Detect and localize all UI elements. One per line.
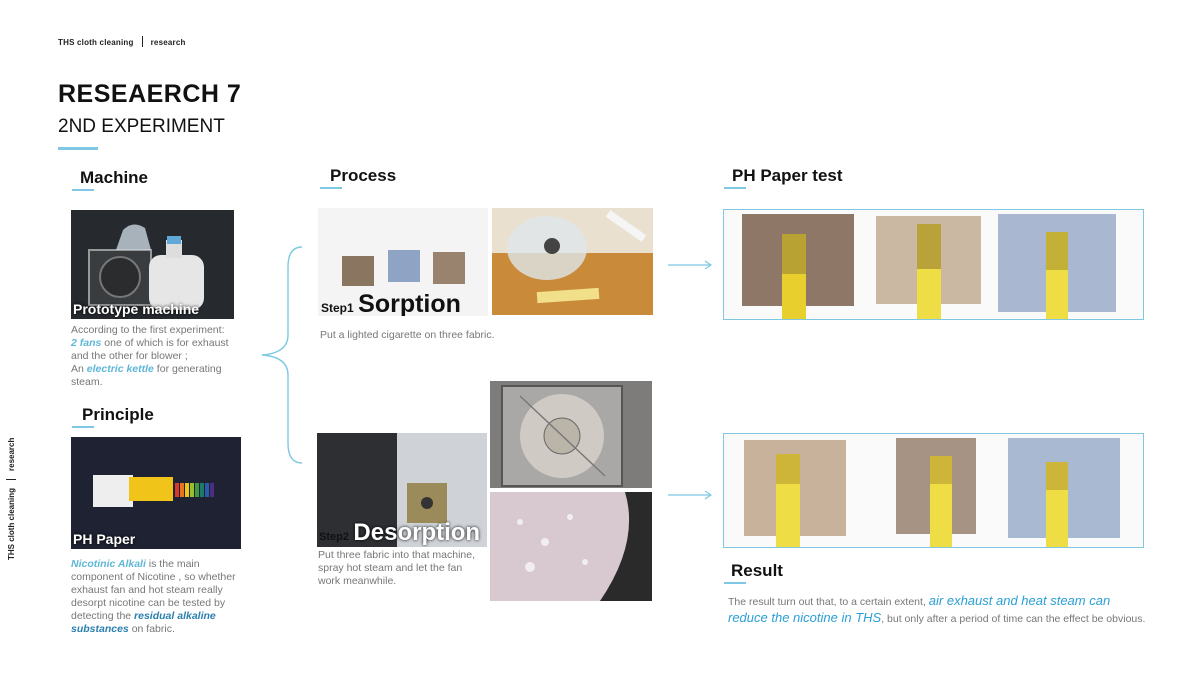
machine-text-an: An	[71, 363, 87, 375]
process-heading-bar	[320, 187, 342, 189]
step2-label: Step2	[319, 531, 349, 543]
machine-text-line1: According to the first experiment:	[71, 324, 225, 336]
ph-paper-illustration	[71, 437, 241, 549]
machine-text-line3: and the other for blower ;	[71, 350, 188, 362]
result-text-can: can	[1085, 593, 1111, 608]
heat-steam-highlight: heat steam	[1021, 593, 1086, 608]
result-description: The result turn out that, to a certain e…	[728, 593, 1188, 627]
result-text-and: and	[992, 593, 1022, 608]
step2-desc-line1: Put three fabric into that machine,	[318, 549, 476, 561]
principle-text-line3: exhaust fan and hot steam really	[71, 584, 223, 596]
machine-text-line5: steam.	[71, 376, 103, 388]
step2-fan-image	[490, 381, 652, 488]
principle-text-line1: is the main	[145, 558, 200, 570]
prototype-machine-illustration	[71, 210, 234, 319]
header-project: THS cloth cleaning	[58, 38, 134, 47]
step2-description: Put three fabric into that machine, spra…	[318, 549, 475, 588]
ph-test-result-1	[723, 209, 1144, 320]
step2-steam-illustration	[490, 492, 652, 601]
ph-paper-image: PH Paper	[71, 437, 241, 549]
step2-steam-image	[490, 492, 652, 601]
machine-heading-bar	[72, 189, 94, 191]
step1-fabric-illustration	[318, 208, 488, 316]
ph-test-heading: PH Paper test	[732, 166, 843, 185]
header-section: research	[150, 38, 186, 47]
principle-text-line4: desorpt nicotine can be tested by	[71, 597, 226, 609]
kettle-highlight: electric kettle	[86, 363, 154, 375]
page-subtitle: 2ND EXPERIMENT	[58, 116, 225, 137]
side-breadcrumb: THS cloth cleaning research	[6, 438, 16, 560]
ph-test-heading-bar	[724, 187, 746, 189]
step2-desc-line3: work meanwhile.	[318, 575, 397, 587]
principle-description: Nicotinic Alkali is the main component o…	[71, 558, 251, 636]
principle-text-line5: detecting the	[71, 610, 135, 622]
side-project: THS cloth cleaning	[7, 487, 16, 560]
result-text-part2: , but only after a period of time can th…	[881, 613, 1146, 625]
ph-test-result-1-illustration	[724, 210, 1143, 319]
result-heading-bar	[724, 582, 746, 584]
step1-fabric-image: Step1 Sorption	[318, 208, 488, 316]
step2-desc-line2: spray hot steam and let the fan	[318, 562, 463, 574]
machine-text-line4: for generating	[153, 363, 222, 375]
step1-name: Sorption	[358, 290, 461, 316]
step2-fan-illustration	[490, 381, 652, 488]
ph-paper-caption: PH Paper	[73, 531, 136, 547]
prototype-machine-image: Prototype machine	[71, 210, 234, 319]
ph-test-result-2	[723, 433, 1144, 548]
step1-description: Put a lighted cigarette on three fabric.	[320, 329, 495, 341]
arrow-right-icon	[668, 260, 713, 270]
process-heading: Process	[330, 166, 397, 185]
header-breadcrumb: THS cloth cleaning research	[58, 36, 186, 47]
header-divider	[141, 36, 143, 47]
principle-heading: Principle	[82, 405, 154, 424]
principle-heading-bar	[72, 426, 94, 428]
machine-description: According to the first experiment: 2 fan…	[71, 324, 246, 389]
step1-label: Step1	[321, 301, 354, 315]
step1-cigarette-image	[492, 208, 653, 315]
alkali-highlight: Nicotinic Alkali	[71, 558, 146, 570]
principle-text-line6: on fabric.	[128, 623, 175, 635]
air-exhaust-highlight: air exhaust	[928, 593, 993, 608]
step2-name: Desorption	[353, 519, 481, 546]
reduce-nicotine-highlight: reduce the nicotine in THS	[728, 610, 882, 625]
arrow-right-icon	[668, 490, 713, 500]
ph-test-result-2-illustration	[724, 434, 1143, 547]
side-divider	[6, 478, 16, 480]
step1-cigarette-illustration	[492, 208, 653, 315]
step1-label-group: Step1 Sorption	[321, 290, 461, 316]
residual-highlight-1: residual alkaline	[134, 610, 216, 622]
machine-text-line2: one of which is for exhaust	[101, 337, 229, 349]
step2-label-group: Step2 Desorption	[319, 519, 480, 547]
result-heading: Result	[731, 561, 783, 580]
residual-highlight-2: substances	[71, 623, 129, 635]
title-underline	[58, 147, 98, 150]
machine-heading: Machine	[80, 168, 149, 187]
prototype-machine-caption: Prototype machine	[73, 301, 200, 317]
result-text-part1: The result turn out that, to a certain e…	[728, 596, 929, 608]
step2-machine-illustration	[317, 433, 487, 547]
fans-highlight: 2 fans	[71, 337, 102, 349]
step2-machine-image: Step2 Desorption	[317, 433, 487, 547]
side-section: research	[7, 437, 16, 471]
principle-text-line2: component of Nicotine , so whether	[71, 571, 236, 583]
brace-connector	[261, 246, 303, 464]
page-title: RESEAERCH 7	[58, 80, 242, 108]
